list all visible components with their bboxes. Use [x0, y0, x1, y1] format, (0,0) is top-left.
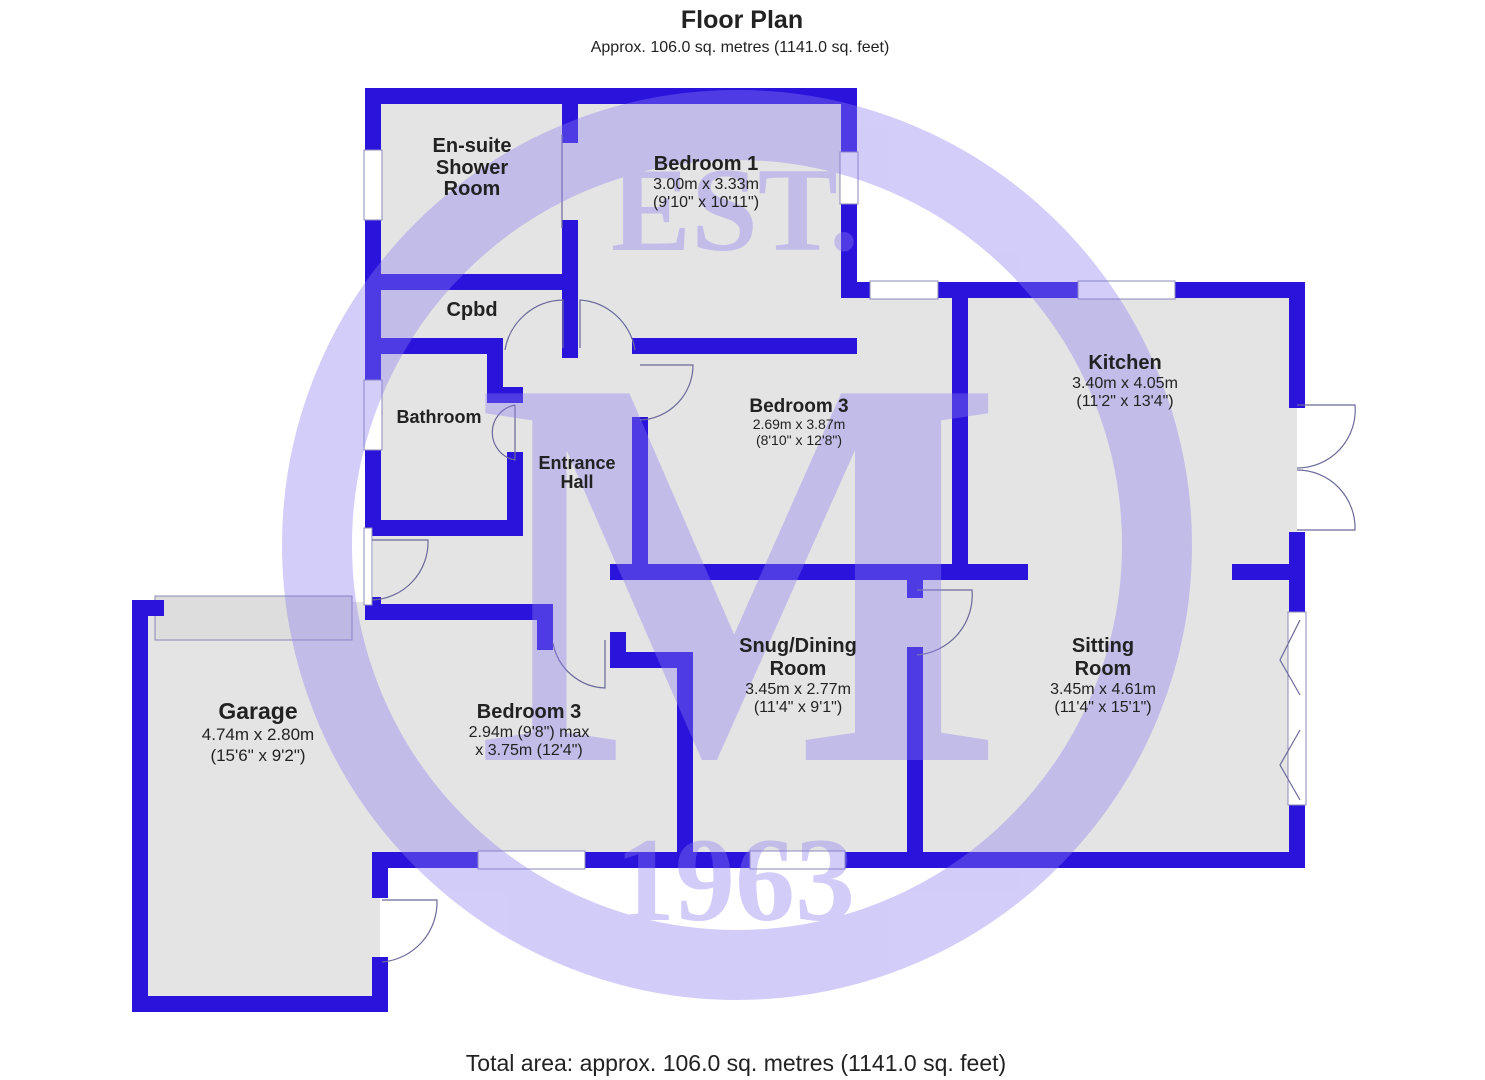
svg-text:Sitting: Sitting	[1072, 635, 1134, 657]
svg-text:(11'4" x 9'1"): (11'4" x 9'1")	[754, 699, 842, 716]
doors	[371, 135, 1356, 963]
svg-text:3.45m x 4.61m: 3.45m x 4.61m	[1050, 681, 1156, 698]
svg-text:Entrance: Entrance	[538, 453, 615, 473]
svg-text:Room: Room	[770, 658, 827, 680]
svg-text:3.00m x 3.33m: 3.00m x 3.33m	[653, 176, 759, 193]
svg-text:Garage: Garage	[218, 698, 297, 724]
room-bedroom3-lower: Bedroom 3 2.94m (9'8") max x 3.75m (12'4…	[469, 701, 590, 759]
svg-text:(8'10" x 12'8"): (8'10" x 12'8")	[756, 432, 842, 448]
garage-door-panel	[154, 595, 353, 641]
room-bedroom3-upper: Bedroom 3 2.69m x 3.87m (8'10" x 12'8")	[749, 396, 848, 448]
room-garage: Garage 4.74m x 2.80m (15'6" x 9'2")	[202, 698, 314, 765]
room-bedroom1: Bedroom 1 3.00m x 3.33m (9'10" x 10'11")	[653, 153, 759, 211]
room-entrance-hall: Entrance Hall	[538, 453, 615, 492]
svg-text:Bedroom 3: Bedroom 3	[749, 396, 848, 417]
svg-text:4.74m x 2.80m: 4.74m x 2.80m	[202, 725, 314, 744]
room-snug-dining: Snug/Dining Room 3.45m x 2.77m (11'4" x …	[739, 635, 857, 716]
svg-text:(9'10" x 10'11"): (9'10" x 10'11")	[653, 194, 759, 211]
room-sitting: Sitting Room 3.45m x 4.61m (11'4" x 15'1…	[1050, 635, 1156, 716]
svg-text:Hall: Hall	[560, 472, 593, 492]
room-cpbd: Cpbd	[446, 299, 497, 321]
svg-text:(15'6" x 9'2"): (15'6" x 9'2")	[210, 746, 305, 765]
svg-text:Bedroom 1: Bedroom 1	[654, 153, 758, 175]
total-area: Total area: approx. 106.0 sq. metres (11…	[466, 1050, 1006, 1076]
watermark-logo: M EST. 1963	[282, 90, 1192, 1000]
svg-text:1963: 1963	[615, 813, 855, 946]
svg-text:Room: Room	[1075, 658, 1132, 680]
room-ensuite: En-suite Shower Room	[433, 135, 512, 200]
room-bathroom: Bathroom	[397, 407, 482, 427]
floor-area	[140, 96, 1297, 1004]
svg-text:(11'2" x 13'4"): (11'2" x 13'4")	[1076, 393, 1173, 410]
svg-text:Kitchen: Kitchen	[1088, 352, 1161, 374]
walls	[132, 88, 1305, 1012]
svg-text:3.40m x 4.05m: 3.40m x 4.05m	[1072, 375, 1178, 392]
svg-text:Shower: Shower	[436, 157, 508, 179]
svg-text:EST.: EST.	[611, 143, 859, 276]
svg-text:x 3.75m (12'4"): x 3.75m (12'4")	[475, 742, 582, 759]
svg-text:2.94m (9'8") max: 2.94m (9'8") max	[469, 724, 590, 741]
svg-text:M: M	[476, 262, 1005, 882]
svg-text:2.69m x 3.87m: 2.69m x 3.87m	[753, 416, 846, 432]
room-kitchen: Kitchen 3.40m x 4.05m (11'2" x 13'4")	[1072, 352, 1178, 410]
svg-text:Snug/Dining: Snug/Dining	[739, 635, 857, 657]
svg-text:Bedroom 3: Bedroom 3	[477, 701, 581, 723]
svg-text:3.45m x 2.77m: 3.45m x 2.77m	[745, 681, 851, 698]
svg-text:(11'4" x 15'1"): (11'4" x 15'1")	[1054, 699, 1151, 716]
svg-text:Room: Room	[444, 178, 501, 200]
plan-subtitle: Approx. 106.0 sq. metres (1141.0 sq. fee…	[591, 39, 890, 56]
plan-title: Floor Plan	[681, 6, 803, 34]
windows	[363, 149, 1307, 870]
svg-text:En-suite: En-suite	[433, 135, 512, 157]
